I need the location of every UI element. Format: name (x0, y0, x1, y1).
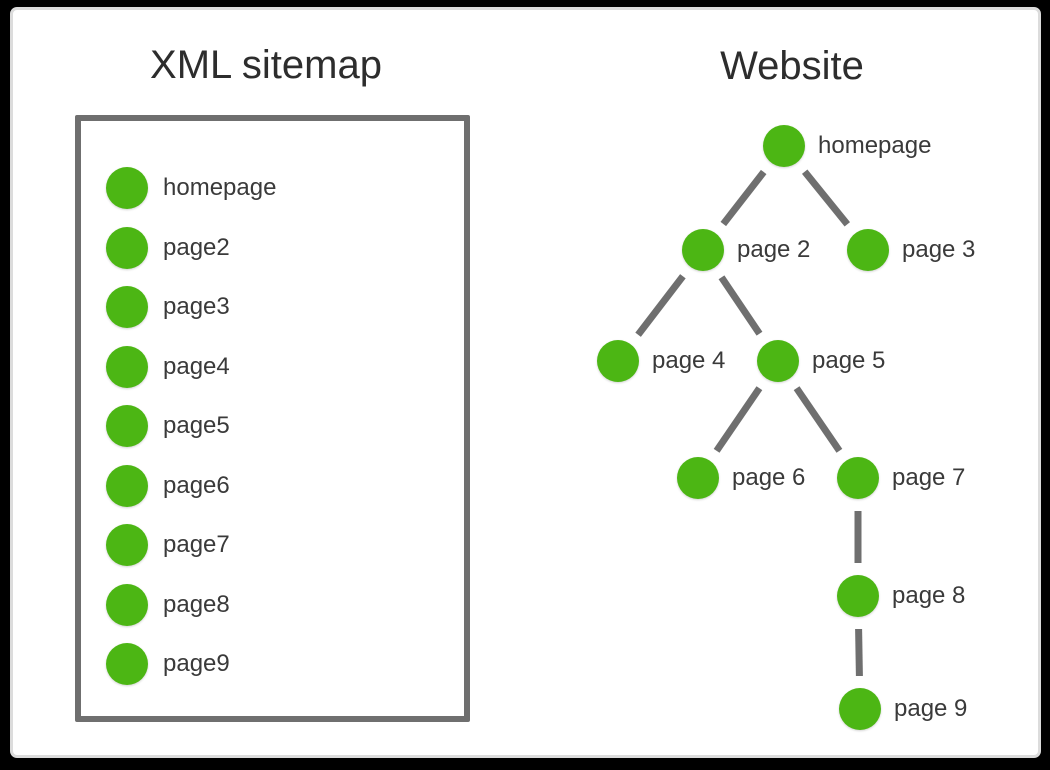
tree-node-label: page 2 (737, 236, 811, 263)
tree-node-label: page 6 (732, 464, 806, 491)
tree-node-label: page 3 (902, 236, 976, 263)
tree-node-label: page 5 (812, 347, 886, 374)
sitemap-page-dot-icon (106, 464, 148, 507)
tree-node-homepage-icon (763, 125, 805, 167)
xml-sitemap-title: XML sitemap (150, 43, 382, 87)
sitemap-item-label: page3 (163, 293, 230, 320)
tree-node-label: page 4 (652, 347, 726, 374)
tree-node-page4-icon (597, 340, 639, 382)
sitemap-page-dot-icon (106, 583, 148, 626)
diagram-page (10, 7, 1041, 758)
sitemap-box (75, 115, 470, 722)
sitemap-page-dot-icon (106, 286, 148, 328)
tree-node-label: page 7 (892, 464, 966, 491)
sitemap-page-dot-icon (106, 226, 148, 269)
tree-node-label: page 9 (894, 695, 968, 722)
sitemap-item-label: page4 (163, 352, 230, 380)
sitemap-item-label: page2 (163, 233, 230, 261)
sitemap-page-dot-icon (106, 524, 148, 566)
website-title: Website (720, 44, 864, 88)
sitemap-item-label: homepage (163, 174, 277, 201)
sitemap-page-dot-icon (106, 167, 148, 209)
sitemap-page-dot-icon (106, 345, 148, 388)
sitemap-item-label: page6 (163, 471, 230, 499)
tree-node-label: homepage (818, 132, 932, 159)
sitemap-item-label: page5 (163, 412, 230, 439)
sitemap-page-dot-icon (106, 643, 148, 685)
tree-node-page8-icon (837, 575, 879, 617)
tree-node-page2-icon (682, 229, 724, 271)
tree-node-page3-icon (847, 229, 889, 271)
tree-node-page5-icon (757, 340, 799, 382)
sitemap-item-label: page9 (163, 650, 230, 677)
tree-node-page9-icon (839, 688, 881, 730)
sitemap-item-label: page7 (163, 531, 230, 558)
tree-node-label: page 8 (892, 582, 966, 609)
sitemap-item-label: page8 (163, 590, 230, 618)
sitemap-page-dot-icon (106, 405, 148, 447)
tree-node-page6-icon (677, 457, 719, 499)
tree-node-page7-icon (837, 457, 879, 499)
